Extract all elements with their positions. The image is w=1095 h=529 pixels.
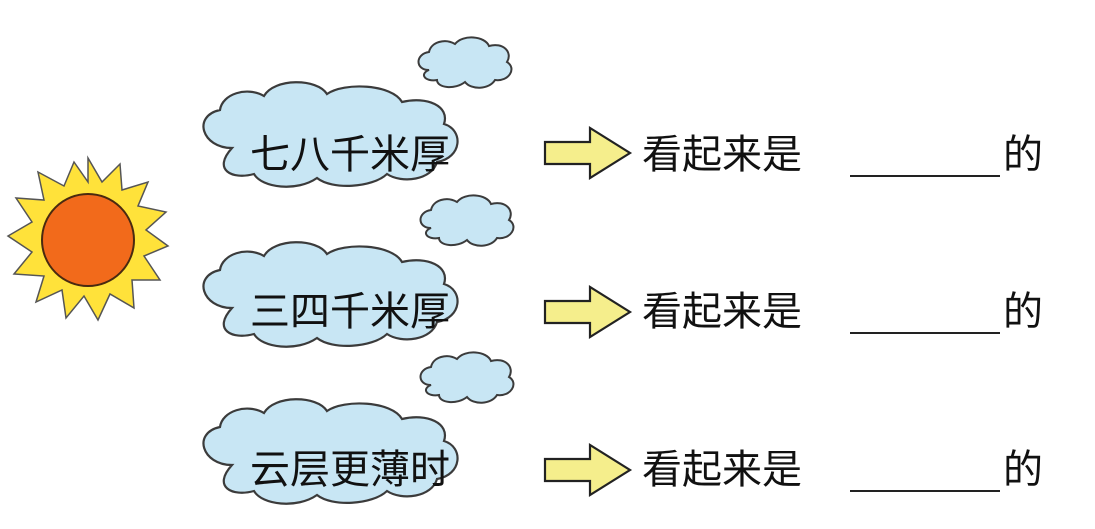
phrase-row-1: 看起来是 [642,132,802,178]
suffix-row-3: 的 [1003,447,1043,493]
cloud-label-row-3: 云层更薄时 [250,447,450,493]
cloud-label-row-1: 七八千米厚 [250,132,450,178]
arrow-right-icon-row-3 [543,443,632,497]
suffix-row-1: 的 [1003,132,1043,178]
phrase-row-2: 看起来是 [642,289,802,335]
arrow-right-icon-row-1 [543,126,632,180]
small-cloud-1 [417,36,513,89]
answer-blank-row-3[interactable] [850,490,1000,492]
arrow-right-icon-row-2 [543,285,632,339]
phrase-row-3: 看起来是 [642,447,802,493]
sun-core [41,193,135,287]
suffix-row-2: 的 [1003,289,1043,335]
answer-blank-row-2[interactable] [850,332,1000,334]
small-cloud-3 [419,351,515,404]
sun-icon [6,155,170,322]
cloud-label-row-2: 三四千米厚 [250,289,450,335]
small-cloud-2 [419,194,515,247]
answer-blank-row-1[interactable] [850,175,1000,177]
